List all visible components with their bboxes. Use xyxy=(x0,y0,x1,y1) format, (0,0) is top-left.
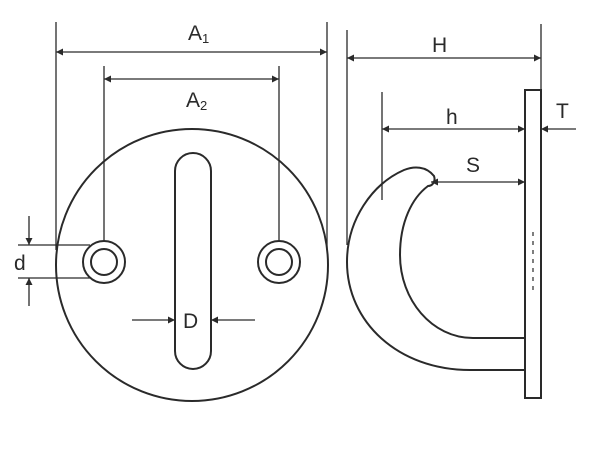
d-lower-label: d xyxy=(14,252,26,275)
plate-outline xyxy=(55,128,329,402)
a2-label: A2 xyxy=(186,89,207,113)
hook-body xyxy=(345,166,525,371)
h-upper-label: H xyxy=(432,34,447,57)
mounting-hole-left xyxy=(82,240,126,284)
front-view: A1 A2 d D xyxy=(14,22,329,402)
base-plate xyxy=(524,89,542,399)
d-upper-label: D xyxy=(183,310,198,333)
h-lower-label: h xyxy=(446,106,458,129)
s-label: S xyxy=(466,154,480,177)
t-label: T xyxy=(556,100,569,123)
side-view: H h T S xyxy=(345,24,576,399)
a1-label: A1 xyxy=(188,22,209,46)
mounting-hole-right xyxy=(257,240,301,284)
center-slot xyxy=(174,152,212,370)
